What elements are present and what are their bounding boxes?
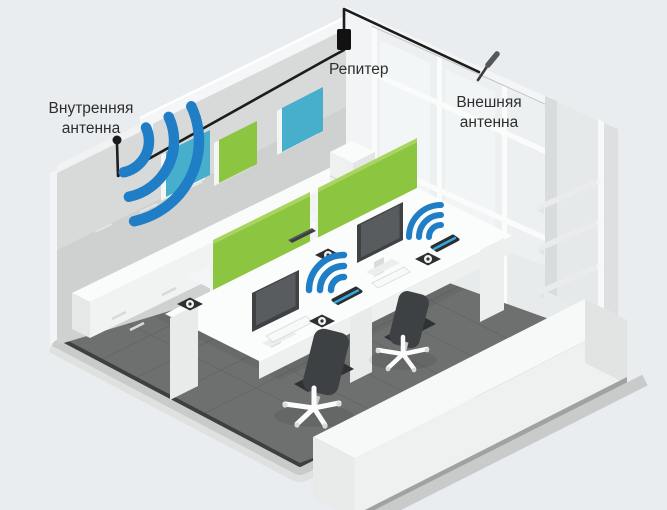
coax-cable (115, 7, 481, 178)
label-external-antenna-line1: Внешняя (456, 94, 521, 111)
shelving-unit (538, 96, 618, 324)
desk-speaker (415, 252, 441, 266)
wall-panel-green (219, 121, 257, 183)
desk-speaker (309, 314, 335, 328)
keyboard (371, 266, 411, 289)
divider-green-2 (318, 142, 417, 238)
repeater-icon (337, 29, 351, 50)
desk-leg (170, 304, 198, 400)
label-external-antenna-line2: антенна (460, 114, 519, 131)
labels: Внутренняя антенна Репитер Внешняя антен… (49, 61, 522, 137)
monitor (357, 202, 403, 277)
label-internal-antenna-line2: антенна (62, 120, 121, 137)
outdoor-antenna-icon (476, 51, 500, 82)
desk-dividers (210, 138, 417, 292)
smartphone (430, 234, 460, 252)
wall-panel-teal-2 (282, 87, 323, 152)
wifi-signal-icon (305, 251, 348, 294)
wifi-signal-icon (118, 101, 205, 227)
office-chair (274, 328, 354, 429)
desk-leg (480, 238, 504, 322)
chair-star-base (282, 385, 342, 428)
chair-star-base (375, 334, 430, 372)
desk-speaker (177, 297, 203, 311)
shelves (538, 179, 603, 299)
indoor-antenna-icon (112, 135, 122, 145)
desk-leg (350, 307, 372, 383)
wifi-signal-icon (406, 202, 444, 240)
label-internal-antenna-line1: Внутренняя (49, 100, 134, 117)
smartphone (331, 286, 363, 305)
label-repeater: Репитер (329, 61, 389, 78)
front-bench (313, 299, 648, 510)
office-chair (369, 291, 437, 373)
divider-green-1 (213, 196, 310, 290)
desk-gadgets (177, 248, 441, 328)
